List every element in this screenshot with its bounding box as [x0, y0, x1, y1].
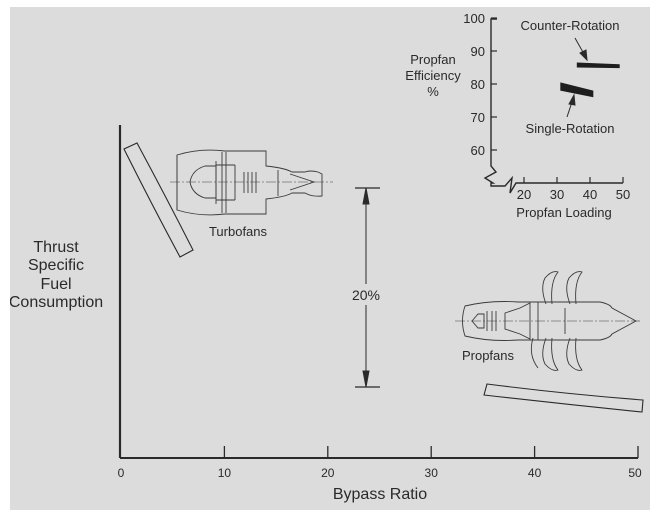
- inset-y-label-line: Propfan: [410, 52, 456, 67]
- main-x-tick-label: 40: [528, 466, 542, 480]
- main-x-ticks: [223, 446, 639, 458]
- inset-x-tick-label: 50: [616, 187, 630, 202]
- main-y-label-line: Specific: [28, 257, 84, 274]
- main-x-tick-label: 30: [425, 466, 439, 480]
- inset-x-ticks: 20 30 40 50: [517, 177, 630, 202]
- inset-y-tick-label: 100: [463, 11, 485, 26]
- main-x-tick-label: 50: [628, 466, 642, 480]
- inset-x-tick-label: 20: [517, 187, 531, 202]
- arrow-down-head: [362, 370, 370, 388]
- inset-y-tick-label: 70: [471, 110, 485, 125]
- figure-panel: 0 10 20 30 40 50 Bypass Ratio Thrust Specific…: [10, 7, 650, 510]
- inset-y-tick-label: 80: [471, 77, 485, 92]
- counter-rotation-label: Counter-Rotation: [521, 18, 620, 33]
- inset-y-tick-label: 90: [471, 44, 485, 59]
- main-y-label-line: Consumption: [10, 294, 103, 311]
- propfan-engine-icon: [455, 271, 640, 371]
- single-rotation-band: [560, 82, 594, 98]
- inset-bands: [560, 62, 620, 98]
- main-y-label-line: Thrust: [33, 239, 79, 256]
- single-rotation-label: Single-Rotation: [526, 121, 615, 136]
- turbofans-label: Turbofans: [209, 224, 268, 239]
- propfans-band: [483, 383, 644, 413]
- main-x-tick-labels: 0 10 20 30 40 50: [118, 466, 642, 480]
- main-x-axis-label: Bypass Ratio: [333, 486, 427, 503]
- inset-x-tick-label: 30: [550, 187, 564, 202]
- main-x-tick-label: 10: [218, 466, 232, 480]
- turbofan-engine-icon: [170, 149, 333, 216]
- difference-arrow: [355, 187, 380, 388]
- propfans-label: Propfans: [462, 348, 515, 363]
- inset-y-axis-label: Propfan Efficiency %: [405, 52, 461, 99]
- inset-y-ticks: 100 90 80 70 60: [463, 11, 497, 158]
- main-x-tick-label: 0: [118, 466, 125, 480]
- inset-x-axis-label: Propfan Loading: [516, 205, 611, 220]
- counter-rotation-band: [576, 62, 620, 69]
- main-x-tick-label: 20: [321, 466, 335, 480]
- inset-y-tick-label: 60: [471, 143, 485, 158]
- inset-chart: 100 90 80 70 60 20 30 40 50 Propfan Efficiency …: [405, 11, 630, 220]
- main-y-axis-label: Thrust Specific Fuel Consumption: [10, 239, 103, 311]
- inset-x-tick-label: 40: [583, 187, 597, 202]
- main-chart: 0 10 20 30 40 50 Bypass Ratio Thrust Specific…: [10, 125, 644, 503]
- difference-label: 20%: [352, 287, 380, 303]
- counter-rotation-arrow: [574, 37, 588, 62]
- inset-y-axis: [483, 18, 623, 194]
- figure-svg: 0 10 20 30 40 50 Bypass Ratio Thrust Specific…: [10, 11, 644, 503]
- main-y-label-line: Fuel: [40, 276, 71, 293]
- single-rotation-arrow: [566, 93, 576, 118]
- inset-y-label-line: %: [427, 84, 439, 99]
- arrow-up-head: [362, 187, 370, 205]
- turbofans-band: [123, 142, 194, 258]
- inset-y-label-line: Efficiency: [405, 68, 461, 83]
